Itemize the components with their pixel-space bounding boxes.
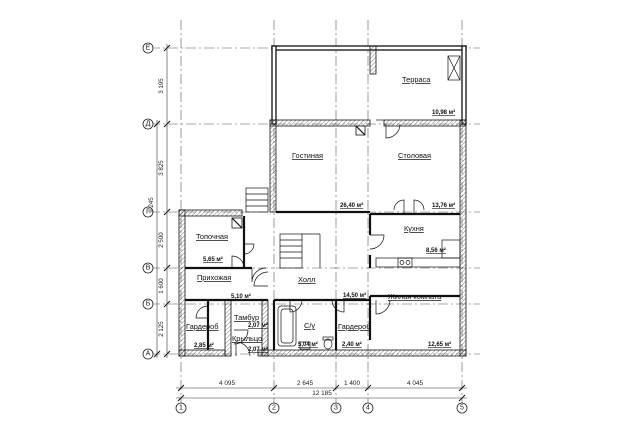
boiler-icon xyxy=(231,217,243,229)
walls xyxy=(178,45,467,357)
dim-bottom-3: 1 400 xyxy=(344,380,360,387)
svg-text:1: 1 xyxy=(179,405,183,412)
svg-text:2,85 м²: 2,85 м² xyxy=(194,342,214,349)
svg-text:В: В xyxy=(146,265,151,272)
svg-text:5,65 м²: 5,65 м² xyxy=(203,256,223,263)
svg-text:5,04 м²: 5,04 м² xyxy=(298,341,318,348)
svg-text:Е: Е xyxy=(146,45,151,52)
svg-text:2,07 м²: 2,07 м² xyxy=(248,322,268,329)
room-hallway: Прихожая 5,10 м² xyxy=(197,273,251,300)
svg-text:Холл: Холл xyxy=(298,275,315,284)
svg-text:Гардероб: Гардероб xyxy=(186,322,219,331)
svg-text:5: 5 xyxy=(460,405,464,412)
axis-marker-v: В xyxy=(142,262,154,274)
room-vestibule: Тамбур 2,07 м² xyxy=(234,313,268,329)
dim-left-5: 2 125 xyxy=(158,321,165,337)
sink-icon xyxy=(299,341,311,350)
bathtub-icon xyxy=(277,305,297,347)
svg-text:С/у: С/у xyxy=(304,321,315,330)
axis-number-markers: 1 2 3 4 5 xyxy=(175,402,468,414)
svg-text:26,40 м²: 26,40 м² xyxy=(340,202,363,209)
axis-marker-1: 1 xyxy=(175,402,187,414)
axis-letter-markers: Е Д Г В Б А xyxy=(142,42,154,360)
room-wardrobe-left: Гардероб 2,85 м² xyxy=(186,322,219,349)
room-wardrobe-right: Гардероб 2,40 м² xyxy=(338,322,371,348)
svg-text:Д: Д xyxy=(146,121,151,128)
doors xyxy=(195,123,425,357)
kitchen-counter xyxy=(375,239,461,268)
bottom-dimensions: 4 095 2 645 1 400 4 045 12 185 xyxy=(176,380,467,402)
svg-text:Прихожая: Прихожая xyxy=(197,273,231,282)
dim-left-4: 1 600 xyxy=(158,278,165,294)
fixtures xyxy=(231,55,461,350)
axis-marker-5: 5 xyxy=(456,402,468,414)
room-living: Гостиная 26,40 м² xyxy=(292,151,363,209)
dim-bottom-1: 4 095 xyxy=(219,380,235,387)
room-hall: Холл 14,50 м² xyxy=(298,275,366,299)
svg-text:Топочная: Топочная xyxy=(196,232,228,241)
svg-text:2,07 м²: 2,07 м² xyxy=(248,346,268,353)
svg-text:Кухня: Кухня xyxy=(404,224,424,233)
axis-marker-3: 3 xyxy=(330,402,342,414)
axis-marker-g: Г xyxy=(142,206,154,218)
left-dimensions: 3 195 3 825 2 500 1 600 2 125 9 245 xyxy=(148,44,171,358)
svg-text:10,98 м²: 10,98 м² xyxy=(432,109,455,116)
dim-left-total: 9 245 xyxy=(148,197,155,213)
svg-text:3: 3 xyxy=(334,405,338,412)
room-porch: Крыльцо 2,07 м² xyxy=(232,334,268,353)
room-terrace: Терраса 10,98 м² xyxy=(402,75,455,116)
svg-text:12,65 м²: 12,65 м² xyxy=(428,341,451,348)
svg-text:Столовая: Столовая xyxy=(398,151,431,160)
svg-text:Гостиная: Гостиная xyxy=(292,151,323,160)
axis-marker-a: А xyxy=(142,348,154,360)
svg-text:Жилая комната: Жилая комната xyxy=(388,292,442,301)
axis-marker-2: 2 xyxy=(268,402,280,414)
dim-bottom-4: 4 045 xyxy=(407,380,423,387)
svg-text:Б: Б xyxy=(146,301,151,308)
svg-text:Терраса: Терраса xyxy=(402,75,431,84)
svg-text:Тамбур: Тамбур xyxy=(234,313,259,322)
dim-left-1: 3 195 xyxy=(158,78,165,94)
dim-bottom-2: 2 645 xyxy=(297,380,313,387)
svg-text:2: 2 xyxy=(272,405,276,412)
svg-text:4: 4 xyxy=(366,405,370,412)
svg-text:Крыльцо: Крыльцо xyxy=(232,334,262,343)
svg-text:5,10 м²: 5,10 м² xyxy=(231,293,251,300)
axis-marker-4: 4 xyxy=(362,402,374,414)
dim-left-2: 3 825 xyxy=(158,160,165,176)
svg-text:А: А xyxy=(146,351,151,358)
room-labels: Терраса 10,98 м² Гостиная 26,40 м² Столо… xyxy=(186,75,455,353)
svg-text:Г: Г xyxy=(146,209,150,216)
room-bedroom: Жилая комната 12,65 м² xyxy=(388,292,451,348)
stove-icon xyxy=(355,125,366,136)
room-bathroom: С/у 5,04 м² xyxy=(298,321,318,348)
toilet-icon xyxy=(322,336,334,350)
svg-text:2,40 м²: 2,40 м² xyxy=(342,341,362,348)
room-dining: Столовая 13,76 м² xyxy=(398,151,455,209)
axis-marker-d: Д xyxy=(142,118,154,130)
svg-text:14,50 м²: 14,50 м² xyxy=(343,292,366,299)
room-furnace: Топочная 5,65 м² xyxy=(196,232,228,263)
svg-text:Гардероб: Гардероб xyxy=(338,322,371,331)
dim-left-3: 2 500 xyxy=(158,232,165,248)
svg-text:8,56 м²: 8,56 м² xyxy=(426,247,446,254)
dim-bottom-total: 12 185 xyxy=(312,390,332,397)
axis-marker-b: Б xyxy=(142,298,154,310)
room-kitchen: Кухня 8,56 м² xyxy=(404,224,446,254)
stairs-icon xyxy=(245,187,321,269)
terrace-bench-icon xyxy=(447,55,461,81)
svg-text:13,76 м²: 13,76 м² xyxy=(432,202,455,209)
axis-marker-e: Е xyxy=(142,42,154,54)
